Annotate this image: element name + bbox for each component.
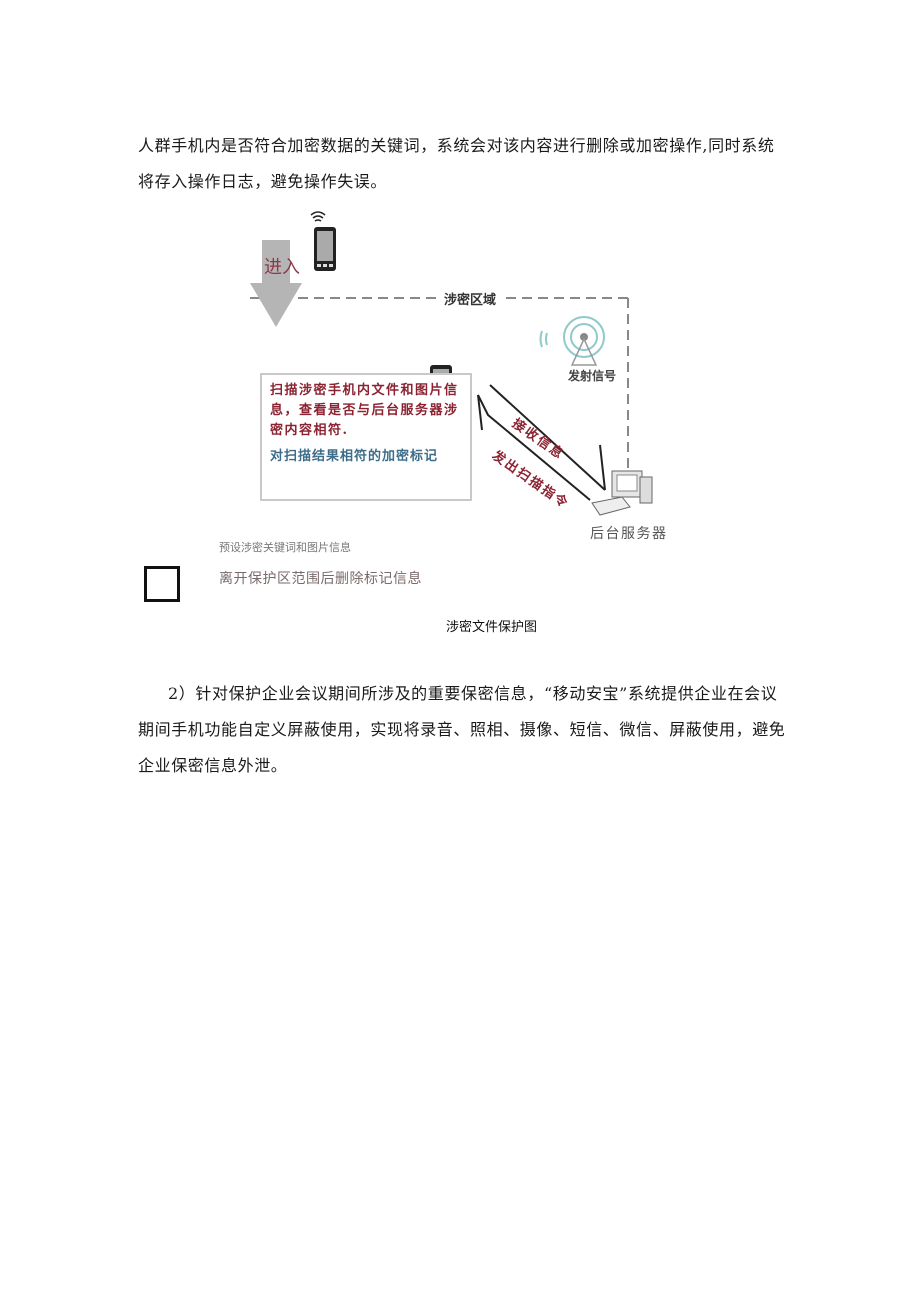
leave-text: 离开保护区范围后删除标记信息: [219, 571, 422, 587]
wifi-icon: [310, 211, 326, 222]
preset-text: 预设涉密关键词和图片信息: [219, 541, 351, 554]
enter-label: 进入: [264, 257, 300, 278]
figure-caption: 涉密文件保护图: [446, 620, 538, 635]
signal-tower-icon: [539, 316, 605, 366]
protection-diagram: 进入 涉密区域 扫描涉密手机内文件和图片信息，查看是否与后台服务器涉密内容相符.…: [250, 205, 670, 545]
arrow-down-icon: [250, 240, 302, 327]
phone-icon: [314, 227, 336, 271]
tower-label: 发射信号: [568, 369, 617, 383]
zone-label: 涉密区域: [438, 289, 503, 308]
scan-text: 扫描涉密手机内文件和图片信息，查看是否与后台服务器涉密内容相符.: [270, 383, 459, 438]
scan-info-box: 扫描涉密手机内文件和图片信息，查看是否与后台服务器涉密内容相符. 对扫描结果相符…: [260, 373, 472, 501]
server-label: 后台服务器: [590, 526, 668, 542]
paragraph-1: 人群手机内是否符合加密数据的关键词，系统会对该内容进行删除或加密操作,同时系统将…: [138, 136, 775, 191]
paragraph-2: 2）针对保护企业会议期间所涉及的重要保密信息，“移动安宝”系统提供企业在会议期间…: [138, 684, 786, 775]
checkbox[interactable]: [144, 566, 180, 602]
mark-text: 对扫描结果相符的加密标记: [270, 449, 439, 464]
computer-server-icon: [591, 470, 653, 516]
